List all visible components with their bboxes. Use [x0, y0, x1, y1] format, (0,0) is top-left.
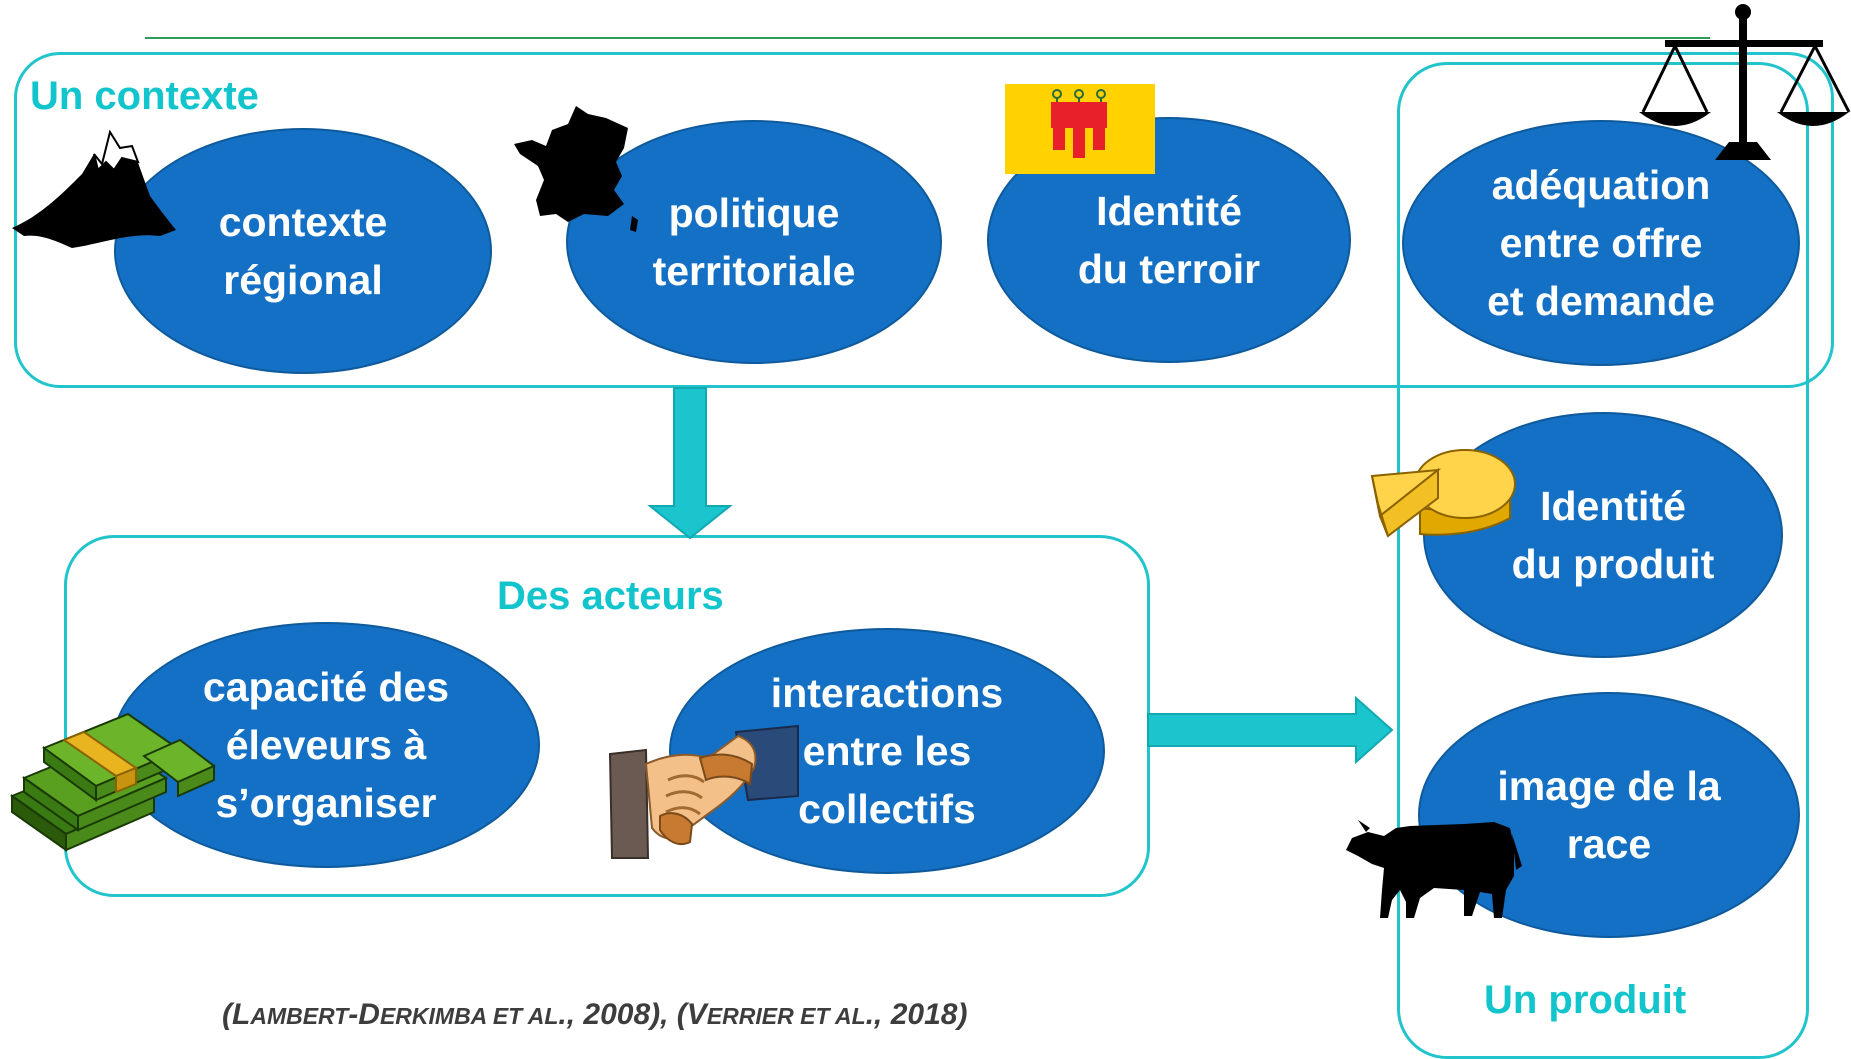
node-label: Identité du produit: [1511, 483, 1715, 587]
node-label: contexte régional: [218, 199, 388, 303]
context-title: Un contexte: [30, 74, 259, 118]
citation-part: AMBERT: [250, 1003, 349, 1029]
node-image-race: image de la race: [1418, 692, 1800, 938]
actors-title: Des acteurs: [497, 574, 724, 618]
node-label: politique territoriale: [652, 190, 856, 294]
handshake-icon: [608, 724, 799, 859]
arrow-right-icon: [1147, 695, 1394, 765]
france-map-icon: [514, 106, 638, 232]
node-politique-territoriale: politique territoriale: [566, 120, 942, 364]
node-label: image de la race: [1497, 763, 1721, 867]
node-adequation: adéquation entre offre et demande: [1402, 120, 1800, 366]
citation-part: ., 2018): [865, 998, 968, 1031]
citation-part: ERRIER ET AL: [706, 1003, 866, 1029]
node-label: interactions entre les collectifs: [770, 670, 1004, 832]
product-title: Un produit: [1484, 978, 1687, 1022]
citation-part: -D: [348, 998, 380, 1031]
citation-part: ., 2008), (V: [558, 998, 707, 1031]
context-group-box: [14, 52, 1834, 388]
auvergne-flag-icon: [1005, 84, 1155, 174]
scales-icon: [1639, 4, 1851, 160]
node-label: adéquation entre offre et demande: [1487, 162, 1715, 324]
node-label: capacité des éleveurs à s’organiser: [202, 664, 450, 826]
cheese-icon: [1370, 449, 1516, 538]
product-group-box: [1397, 62, 1809, 1059]
arrow-down-icon: [647, 387, 733, 540]
node-interactions: interactions entre les collectifs: [669, 628, 1105, 874]
mountain-icon: [12, 129, 176, 248]
node-label: Identité du terroir: [1077, 188, 1261, 292]
citation-text: (LAMBERT-DERKIMBA ET AL., 2008), (VERRIE…: [222, 998, 967, 1032]
citation-part: (L: [222, 998, 251, 1031]
money-icon: [9, 712, 216, 852]
node-contexte-regional: contexte régional: [114, 128, 492, 374]
citation-part: ERKIMBA ET AL: [379, 1003, 559, 1029]
top-divider: [145, 37, 1710, 39]
cow-icon: [1346, 820, 1522, 918]
